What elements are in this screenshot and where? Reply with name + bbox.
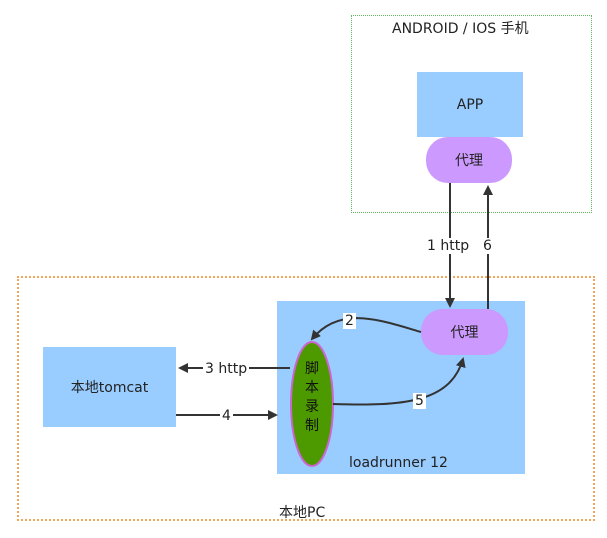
tomcat-node: 本地tomcat: [43, 347, 176, 427]
edge-6-label: 6: [481, 238, 494, 254]
edge-3-label: 3 http: [203, 361, 250, 377]
edge-2-line: [310, 317, 422, 341]
local-pc-container: [17, 276, 595, 521]
loadrunner-label: loadrunner 12: [349, 455, 448, 471]
edge-2-label: 2: [343, 313, 356, 329]
phone-proxy-node: 代理: [426, 137, 512, 183]
local-pc-label: 本地PC: [279, 505, 326, 521]
edge-1-label: 1 http: [425, 238, 472, 254]
edge-5-line: [332, 357, 466, 406]
loadrunner-proxy-node: 代理: [421, 309, 508, 355]
phone-proxy-label: 代理: [455, 153, 483, 169]
loadrunner-proxy-label: 代理: [450, 325, 479, 341]
tomcat-label: 本地tomcat: [70, 380, 149, 396]
edge-4-label: 4: [220, 408, 233, 424]
phone-container: [351, 15, 592, 213]
app-node: APP: [417, 72, 523, 137]
phone-title: ANDROID / IOS 手机: [392, 21, 529, 37]
script-record-label: 脚本录制: [305, 361, 319, 434]
edge-5-label: 5: [413, 393, 426, 409]
app-label: APP: [456, 96, 484, 113]
